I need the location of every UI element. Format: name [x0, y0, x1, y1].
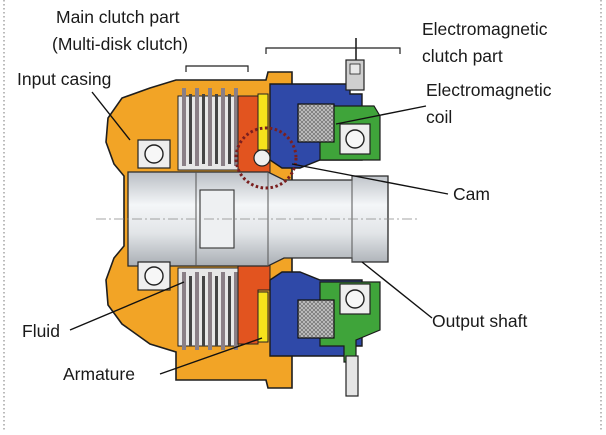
armature-top: [257, 93, 269, 151]
electromagnetic-coil-top: [297, 103, 335, 143]
label-armature: Armature: [63, 364, 135, 384]
clutch-plates-top: [182, 88, 238, 166]
leader-cam: [291, 163, 449, 195]
leader-input-casing: [91, 91, 131, 141]
label-electromagnetic-coil-line2: coil: [426, 107, 453, 127]
label-electromagnetic-coil-line1: Electromagnetic: [426, 80, 552, 100]
bearing-left-top: [137, 139, 171, 169]
electromagnetic-coil-bottom: [297, 299, 335, 339]
mount-tab-bottom: [345, 355, 359, 397]
leader-fluid: [69, 281, 185, 331]
leader-output-shaft: [361, 261, 433, 319]
cam-ball: [253, 149, 271, 167]
clutch-plates-bottom: [182, 272, 238, 350]
main-clutch-bracket: [185, 65, 249, 72]
label-output-shaft: Output shaft: [432, 311, 528, 331]
connector-top: [345, 38, 365, 91]
electromagnetic-clutch-bracket: [265, 47, 401, 54]
label-main-clutch-line2: (Multi-disk clutch): [52, 34, 189, 54]
bearing-right-bottom: [339, 283, 371, 315]
leader-armature: [159, 337, 263, 375]
label-cam: Cam: [453, 184, 490, 204]
label-electromagnetic-clutch-line2: clutch part: [422, 46, 503, 66]
armature-bottom: [257, 291, 269, 343]
leader-coil: [335, 105, 427, 125]
bearing-right-top: [339, 123, 371, 155]
label-main-clutch-line1: Main clutch part: [56, 7, 180, 27]
label-electromagnetic-clutch-line1: Electromagnetic: [422, 19, 548, 39]
cam-highlight-circle: [234, 126, 298, 190]
bearing-left-bottom: [137, 261, 171, 291]
label-input-casing: Input casing: [17, 69, 112, 89]
label-fluid: Fluid: [22, 321, 60, 341]
